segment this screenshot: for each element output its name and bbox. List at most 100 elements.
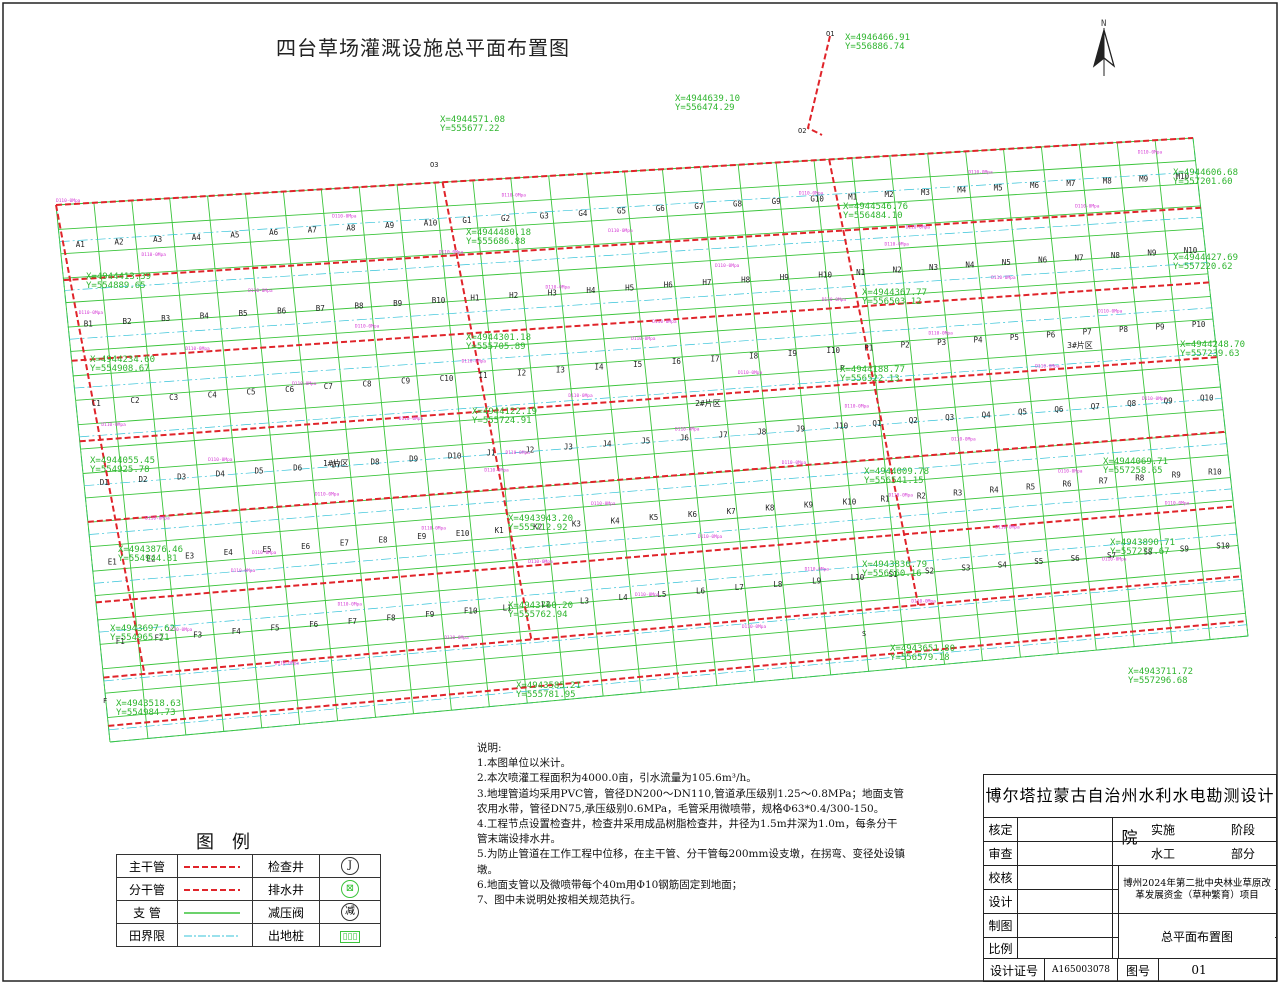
field-line: [108, 624, 1247, 731]
field-line: [59, 171, 1197, 242]
coordinate-x: X=4944234.60: [90, 355, 155, 365]
legend-title: 图例: [196, 832, 268, 853]
well-label: A6: [269, 228, 279, 237]
fig-value: 01: [1191, 963, 1207, 977]
coordinate-x: X=4944606.68: [1173, 168, 1238, 178]
well-label: R2: [917, 491, 926, 500]
well-label: D5: [254, 466, 263, 475]
legend-row: 田界限 出地桩 ▯▯▯: [116, 923, 381, 947]
well-label: K9: [804, 501, 813, 510]
note-item: 7、图中未说明处按相关规范执行。: [477, 894, 642, 907]
pipe-size-label: D110-0Mpa: [1138, 149, 1163, 155]
well-label: I4: [594, 363, 604, 372]
well-label: L3: [580, 597, 589, 606]
well-label: D1: [100, 478, 109, 487]
pipe-size-label: D110-0Mpa: [506, 450, 531, 456]
branch-main-pipe: [63, 206, 1201, 282]
well-label: Q7: [1091, 402, 1100, 411]
note-item: 5.为防止管道在工作工程中位移，在主干管、分干管每200mm设支墩，在拐弯、变径…: [477, 848, 905, 876]
well-label: S10: [1216, 541, 1230, 550]
well-label: D9: [409, 454, 418, 463]
well-label: D10: [448, 451, 462, 460]
well-label: F6: [309, 620, 319, 629]
legend-row: 分干管 排水井 ⊠: [116, 877, 381, 901]
outlet-stake-icon: ▯▯▯: [339, 930, 361, 943]
well-label: A4: [192, 233, 202, 242]
pipe-size-label: D110-0Mpa: [742, 624, 767, 630]
coordinate-y: Y=554925.78: [90, 465, 150, 475]
cert-label: 设计证号: [984, 959, 1045, 981]
well-label: Q8: [1127, 399, 1137, 408]
well-label: E9: [417, 532, 426, 541]
well-label: C6: [285, 385, 295, 394]
well-label: I6: [672, 357, 682, 366]
well-label: K4: [611, 516, 621, 525]
coordinate-y: Y=555781.95: [516, 690, 576, 700]
well-label: R4: [990, 485, 1000, 494]
zone-label: 1#片区: [323, 458, 349, 468]
well-label: E5: [262, 545, 271, 554]
field-boundary-swatch: [177, 923, 253, 947]
well-label: G4: [578, 209, 588, 218]
well-label: P3: [937, 338, 946, 347]
coordinate-x: X=4944055.45: [90, 456, 155, 466]
tb-row: 核定 实施 阶段: [984, 818, 1276, 842]
node-label: O2: [798, 127, 806, 135]
well-label: C10: [440, 374, 454, 383]
drawing-name: 总平面布置图: [1118, 914, 1275, 958]
well-label: L8: [773, 580, 783, 589]
well-label: C2: [130, 396, 139, 405]
well-label: P10: [1192, 320, 1206, 329]
branch-main-pipe: [55, 137, 1194, 206]
pipe-size-label: D110-0Mpa: [275, 661, 300, 667]
coordinate-y: Y=555712.92: [508, 523, 568, 533]
well-label: M5: [994, 183, 1003, 192]
lateral-pipe: [737, 164, 794, 679]
well-label: C3: [169, 393, 178, 402]
lateral-pipe: [396, 184, 452, 711]
well-label: S8: [1143, 548, 1153, 557]
coordinate-y: Y=556522.13: [840, 374, 900, 384]
coordinate-y: Y=556474.29: [675, 103, 735, 113]
node-label: P: [840, 364, 844, 372]
tb-row: 审查 水工 部分: [984, 842, 1276, 866]
well-label: R6: [1062, 479, 1072, 488]
well-label: J9: [796, 425, 805, 434]
coordinate-y: Y=555677.22: [440, 124, 500, 134]
pipe-size-label: D110-0Mpa: [738, 370, 763, 376]
well-label: H10: [818, 270, 832, 279]
pipe-size-label: D110-0Mpa: [439, 249, 464, 255]
well-label: R1: [880, 494, 889, 503]
pipe-size-label: D110-0Mpa: [911, 599, 936, 605]
well-label: H7: [702, 278, 711, 287]
well-label: B5: [238, 309, 247, 318]
well-label: F3: [193, 630, 202, 639]
well-label: N5: [1002, 258, 1011, 267]
coordinate-y: Y=556541.15: [864, 476, 924, 486]
tb-label: 设计: [984, 890, 1018, 913]
well-label: K8: [765, 504, 775, 513]
pipe-size-label: D110-0Mpa: [822, 297, 847, 303]
coordinate-y: Y=554889.65: [86, 281, 146, 291]
field-line: [64, 216, 1202, 291]
well-label: H3: [548, 288, 557, 297]
well-label: H6: [664, 281, 674, 290]
node-label: S: [862, 630, 866, 638]
node-label: O3: [430, 161, 438, 169]
branch-main-pipe: [95, 505, 1234, 604]
well-label: F5: [270, 624, 279, 633]
title-block: 博尔塔拉蒙古自治州水利水电勘测设计院 核定 实施 阶段 审查 水工 部分 校核 …: [983, 774, 1277, 982]
pressure-valve-icon: 减: [341, 903, 359, 921]
well-label: G2: [501, 214, 510, 223]
pipe-size-label: D110-0Mpa: [698, 534, 723, 540]
well-label: H8: [741, 276, 751, 285]
notes-heading: 说明:: [477, 742, 502, 754]
pipe-size-label: D110-0Mpa: [332, 214, 357, 220]
coordinate-x: X=4944367.77: [862, 288, 927, 298]
coordinate-y: Y=556560.16: [862, 569, 922, 579]
legend-table: 主干管 检查井 J 分干管 排水井 ⊠ 支 管 减压阀 减 田界限 出地桩 ▯▯…: [116, 854, 381, 947]
well-label: C1: [92, 399, 101, 408]
note-item: 6.地面支管以及微喷带每个40m用Φ10钢筋固定到地面；: [477, 878, 743, 891]
coordinate-x: X=4946466.91: [845, 33, 910, 43]
pipe-size-label: D110-0Mpa: [782, 460, 807, 466]
